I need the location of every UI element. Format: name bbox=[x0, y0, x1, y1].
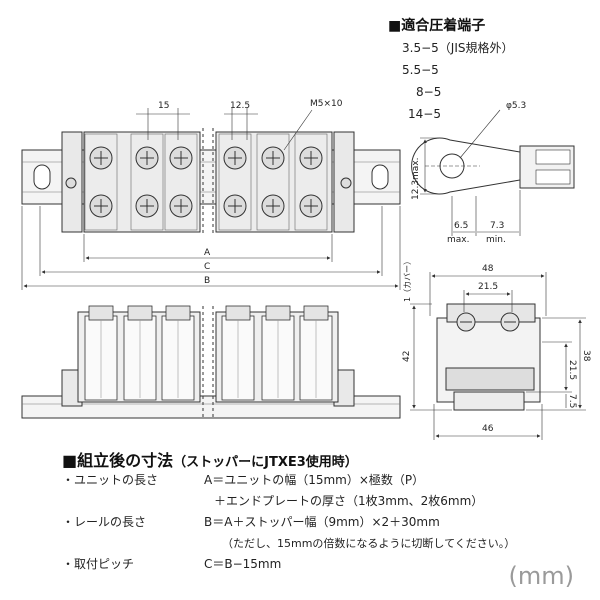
terminal-unit-outline bbox=[84, 133, 118, 231]
terminal-screws bbox=[84, 133, 328, 231]
dim-w2-note: min. bbox=[486, 235, 506, 245]
crimp-size-2: 5.5−5 bbox=[402, 63, 439, 77]
dim-h38: 38 bbox=[581, 350, 591, 362]
note-text: A＝ユニットの幅（15mm）×極数（P） bbox=[204, 473, 425, 487]
note-row: ＋エンドプレートの厚さ（1枚3mm、2枚6mm） bbox=[62, 491, 592, 512]
rail-slot-left bbox=[33, 164, 51, 190]
note-text: （ただし、15mmの倍数になるように切断してください。） bbox=[222, 537, 516, 550]
note-row: ・ レールの長さ B＝A＋ストッパー幅（9mm）×2＋30mm bbox=[62, 512, 592, 533]
front-screw-head bbox=[88, 305, 114, 321]
note-text: B＝A＋ストッパー幅（9mm）×2＋30mm bbox=[204, 515, 440, 529]
crimp-terminal-drawing: φ5.3 12.3max. 6.5 max. 7.3 min. bbox=[411, 101, 575, 245]
assembly-title-sub: （ストッパーにJTXE3使用時） bbox=[173, 455, 358, 470]
front-screw-head bbox=[127, 305, 153, 321]
crimp-size-1: 3.5−5（JIS規格外） bbox=[402, 40, 513, 55]
note-row: ・ ユニットの長さ A＝ユニットの幅（15mm）×極数（P） bbox=[62, 470, 592, 491]
note-label: レールの長さ bbox=[74, 515, 147, 529]
note-row: （ただし、15mmの倍数になるように切断してください。） bbox=[62, 533, 592, 554]
note-text: ＋エンドプレートの厚さ（1枚3mm、2枚6mm） bbox=[214, 494, 484, 508]
dim-hole-dia: φ5.3 bbox=[506, 101, 526, 111]
front-view bbox=[21, 305, 401, 420]
dim-h7-5: 7.5 bbox=[567, 394, 577, 408]
note-label: 取付ピッチ bbox=[74, 557, 135, 571]
front-screw-head bbox=[265, 305, 291, 321]
dim-terminal-height: 12.3max. bbox=[411, 157, 421, 200]
dim-c: C bbox=[204, 262, 210, 272]
dim-a: A bbox=[204, 248, 211, 258]
dim-height-42: 42 bbox=[402, 351, 412, 362]
dim-screw-m5: M5×10 bbox=[310, 99, 343, 109]
crimp-heading: ■適合圧着端子 bbox=[388, 17, 485, 34]
top-view: 15 12.5 M5×10 A C B bbox=[21, 99, 401, 290]
note-row: ・ 取付ピッチ C＝B−15mm bbox=[62, 554, 592, 575]
side-rail-base bbox=[453, 391, 525, 411]
dim-width-46: 46 bbox=[482, 424, 494, 434]
dim-h21-5: 21.5 bbox=[567, 360, 577, 380]
stopper-screw-right bbox=[340, 177, 352, 189]
crimp-terminal-list: ■適合圧着端子 3.5−5（JIS規格外） 5.5−5 8−5 14−5 bbox=[388, 17, 513, 121]
note-text: C＝B−15mm bbox=[204, 557, 282, 571]
front-units bbox=[84, 305, 333, 401]
front-screw-head bbox=[303, 305, 329, 321]
dim-w1-note: max. bbox=[447, 235, 469, 245]
dim-cover: 1（カバー） bbox=[403, 257, 412, 302]
dim-w2: 7.3 bbox=[490, 221, 504, 231]
crimp-size-3: 8−5 bbox=[416, 85, 441, 99]
dim-pitch-15: 15 bbox=[158, 101, 169, 111]
terminal-unit-outline bbox=[294, 133, 328, 231]
dim-pitch-12-5: 12.5 bbox=[230, 101, 250, 111]
terminal-unit-outline bbox=[130, 133, 164, 231]
terminal-unit-outline bbox=[164, 133, 198, 231]
assembly-title: ■組立後の寸法（ストッパーにJTXE3使用時） bbox=[62, 451, 358, 470]
terminal-unit-outline bbox=[218, 133, 252, 231]
front-screw-head bbox=[225, 305, 251, 321]
front-screw-head bbox=[165, 305, 191, 321]
unit-label: (mm) bbox=[508, 562, 574, 590]
dim-width-48: 48 bbox=[482, 264, 494, 274]
stopper-screw-left bbox=[65, 177, 77, 189]
assembly-notes: ・ ユニットの長さ A＝ユニットの幅（15mm）×極数（P） ＋エンドプレートの… bbox=[62, 470, 592, 575]
dim-b: B bbox=[204, 276, 210, 286]
crimp-size-4: 14−5 bbox=[408, 107, 441, 121]
terminal-unit-outline bbox=[256, 133, 290, 231]
dim-inner-21-5: 21.5 bbox=[478, 282, 498, 292]
side-view: 48 21.5 46 42 1（カバー） 38 21.5 7.5 bbox=[402, 257, 591, 440]
note-label: ユニットの長さ bbox=[74, 473, 159, 487]
dim-w1: 6.5 bbox=[454, 221, 468, 231]
rail-slot-right bbox=[371, 164, 389, 190]
